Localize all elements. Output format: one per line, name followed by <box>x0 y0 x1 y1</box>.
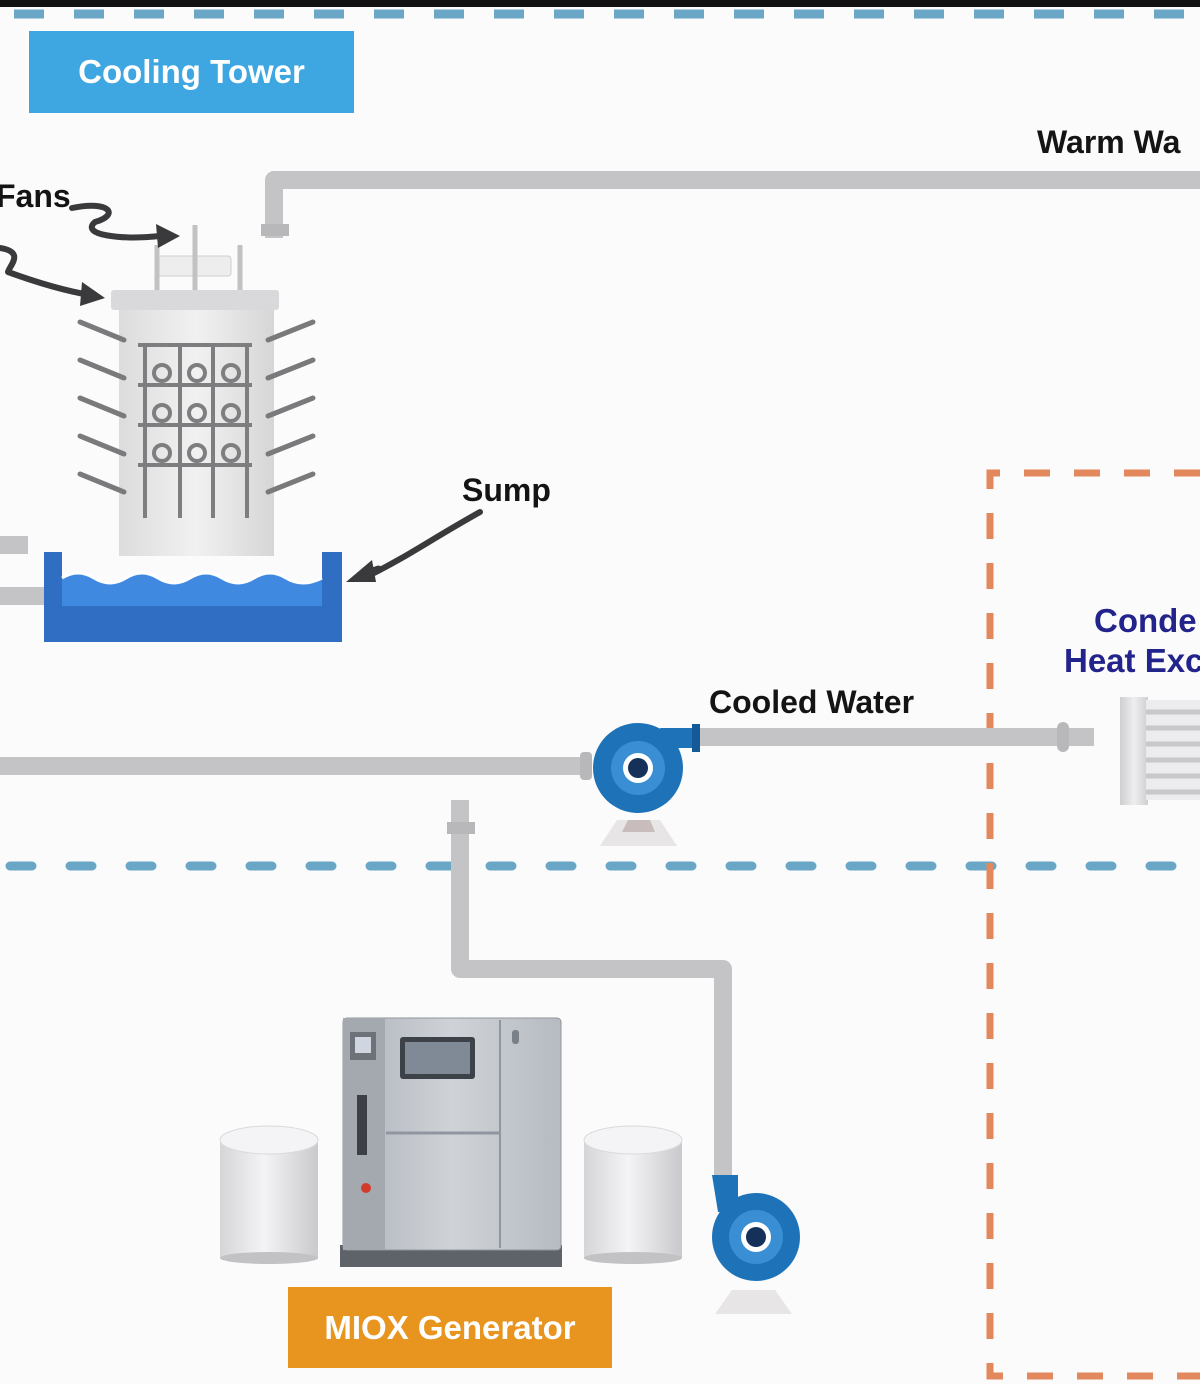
sump-arrow <box>357 509 483 578</box>
callout-arrows <box>0 202 483 578</box>
condenser-label-line1: Conde <box>1094 602 1197 639</box>
chemical-tank-right <box>583 1125 683 1264</box>
cooling-tower-illustration <box>77 225 316 556</box>
miox-dosing-pump <box>712 1175 800 1314</box>
miox-injection-pipe <box>451 800 732 1180</box>
warm-water-label: Warm Wa <box>1037 124 1181 160</box>
sump-water <box>62 573 322 606</box>
sump-label: Sump <box>462 472 551 508</box>
miox-generator-label: MIOX Generator <box>324 1308 576 1346</box>
condenser-heat-exchanger <box>1120 697 1200 805</box>
cooling-tower-label-box: Cooling Tower <box>29 31 354 113</box>
tower-cap <box>111 290 279 310</box>
miox-generator-label-box: MIOX Generator <box>288 1287 612 1368</box>
condenser-label-line2: Heat Exc <box>1064 642 1200 679</box>
chemical-tank-left <box>219 1125 319 1264</box>
miox-generator-unit <box>340 1017 562 1267</box>
cooled-water-pump <box>593 723 700 846</box>
cooled-water-label: Cooled Water <box>709 684 915 720</box>
condenser-zone-dashed-border <box>986 469 1200 1380</box>
fans-arrow-upper <box>69 202 163 241</box>
tower-body <box>119 300 274 556</box>
arrow-heads <box>80 224 376 582</box>
fan-shafts <box>154 225 243 290</box>
warm-water-pipe-flange <box>261 224 289 236</box>
tower-louvers <box>77 319 316 495</box>
tower-fill-grid <box>138 343 252 518</box>
supply-pipe-joint <box>1057 722 1069 752</box>
top-edge-bar <box>0 0 1200 7</box>
piping <box>0 171 1200 1180</box>
fans-label: Fans <box>0 178 71 214</box>
sump-basin <box>44 552 342 642</box>
fans-arrow-lower <box>0 245 93 298</box>
warm-water-pipe <box>265 171 1200 238</box>
suction-pipe-joint <box>580 752 592 780</box>
miox-pipe-flange <box>447 822 475 834</box>
cooling-tower-label: Cooling Tower <box>78 53 305 90</box>
